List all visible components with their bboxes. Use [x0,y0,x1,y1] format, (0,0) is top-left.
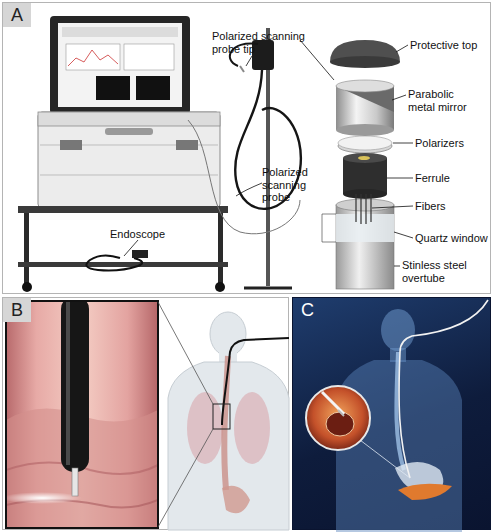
laptop-case-part [136,76,170,100]
probe-exploded-view-part [336,86,394,130]
laptop-case-part [60,140,82,150]
probe-exploded-view-part [338,136,392,150]
probe-exploded-view-part [336,80,394,92]
cart-frame-part [215,282,225,292]
laptop-case-part [40,175,218,176]
part-label: Quartz window [415,232,493,245]
human-body-b-part [213,404,230,429]
probe-exploded-view-part [336,205,394,289]
probe-exploded-view-part [336,214,394,242]
cart-frame-part [132,250,148,258]
esophagus-inset-part [61,301,89,472]
pancreas-inset-part [306,386,370,450]
probe-exploded-view-part [343,153,387,163]
cart-frame-part [18,262,228,267]
part-label: Stinless steel overtube [402,259,490,284]
human-body-b-part [210,312,246,356]
laptop-case-part [176,140,198,150]
human-body-c-part [398,484,452,500]
laptop-case-part [66,44,120,70]
esophagus-inset-part [66,301,70,465]
laptop-case-part [62,27,178,37]
laptop-case-part [58,23,182,107]
probe-exploded-view-part [358,156,370,160]
probe-exploded-view-part [330,56,400,68]
part-label: Parabolic metal mirror [408,88,478,113]
leader-line-part [394,266,400,267]
esophagus-inset [6,301,158,528]
cart-frame-part [18,206,228,213]
part-label: Protective top [410,39,490,52]
pancreas-inset-part [326,412,354,436]
part-label: Polarizers [415,137,490,150]
probe-exploded-view-part [343,158,387,194]
pancreas-inset-part [338,410,344,416]
part-label: Polarized scanning probe [262,166,322,204]
part-label: Polarized scanning probe tip [212,30,312,55]
panel-letter: C [293,298,322,322]
part-label: Fibers [415,200,490,213]
laptop-case-part [124,44,174,70]
part-label: Endoscope [110,228,190,241]
human-body-b-part [187,392,223,464]
leader-line-part [393,143,413,144]
human-body-b-part [234,392,270,464]
probe-exploded-view-part [336,199,394,211]
part-label: Ferrule [415,172,490,185]
human-body-c-part [381,309,415,351]
cart-frame-part [24,213,29,285]
inset-frame [6,301,158,528]
esophagus-inset-part [6,492,82,504]
pancreas-inset-part [322,392,344,414]
cart-frame-part [218,213,223,285]
laptop-case-part [68,50,118,66]
endoscope-stand-part [244,287,292,290]
laptop-case-part [105,128,153,135]
probe-exploded-view-part [343,189,387,199]
esophagus-inset-part [72,468,78,496]
probe-exploded-view-part [356,194,371,224]
human-body-b-part [222,486,250,514]
panel-letter: A [3,3,31,27]
laptop-case-part [38,112,220,126]
laptop-case-part [96,76,130,100]
probe-exploded-view-part [336,124,394,136]
panel-letter: B [3,298,31,322]
laptop-case-part [50,16,190,114]
leader-line-part [387,178,413,179]
pancreas-inset-part [360,440,410,478]
cart-frame-part [22,282,32,292]
